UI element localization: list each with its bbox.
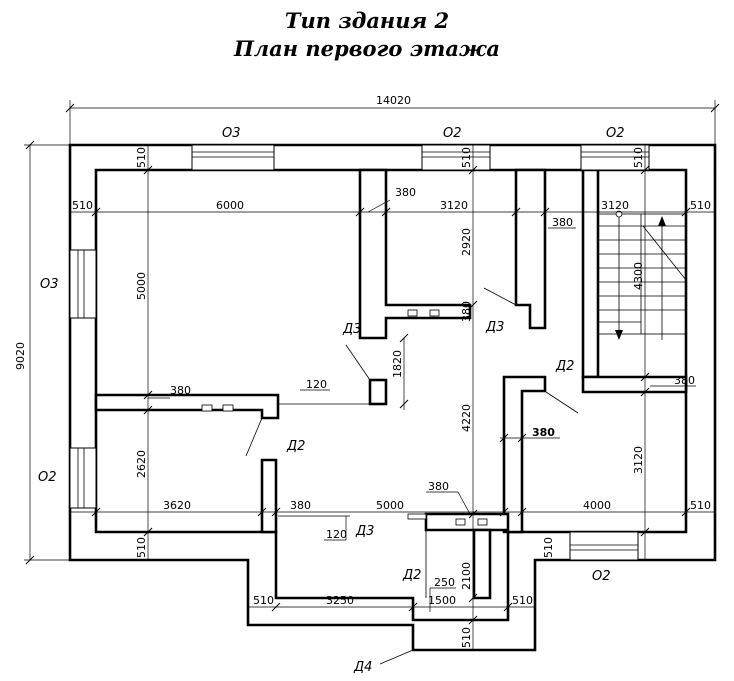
dim-510: 510 (632, 147, 645, 168)
window-label: О2 (606, 126, 625, 141)
dim-overall-width: 14020 (376, 94, 411, 107)
dim-3620: 3620 (163, 499, 191, 512)
dim-380: 380 (552, 216, 573, 229)
dim-510: 510 (690, 499, 711, 512)
dim-3120: 3120 (440, 199, 468, 212)
dim-510: 510 (690, 199, 711, 212)
dim-510: 510 (542, 537, 555, 558)
door-label: Д2 (286, 439, 305, 454)
dim-380-bold: 380 (532, 426, 555, 439)
dim-6000: 6000 (216, 199, 244, 212)
window-label: О3 (40, 277, 59, 292)
dim-5000: 5000 (135, 272, 148, 300)
dim-380: 380 (395, 186, 416, 199)
staircase (597, 210, 687, 340)
dim-380: 380 (460, 301, 473, 322)
dim-380: 380 (170, 384, 191, 397)
opening-labels: О3 О2 О2 О3 О2 О2 Д3 Д3 Д2 Д2 Д3 Д2 Д4 (38, 126, 625, 675)
dim-380: 380 (290, 499, 311, 512)
dimension-text: 14020 9020 510 510 510 510 6000 3120 312… (14, 94, 711, 648)
dim-120: 120 (326, 528, 347, 541)
drawing-subtitle: План первого этажа (233, 36, 501, 61)
dim-250: 250 (434, 576, 455, 589)
dim-510: 510 (135, 537, 148, 558)
door-swings (201, 287, 579, 665)
dim-3250: 3250 (326, 594, 354, 607)
windows (69, 144, 650, 561)
door-label: Д3 (342, 322, 361, 337)
dim-overall-height: 9020 (14, 342, 27, 370)
window-label: О2 (592, 569, 611, 584)
dim-2100: 2100 (460, 562, 473, 590)
door-label: Д2 (555, 359, 574, 374)
dim-3120: 3120 (601, 199, 629, 212)
dim-510: 510 (72, 199, 93, 212)
dim-4000: 4000 (583, 499, 611, 512)
dim-1820: 1820 (391, 350, 404, 378)
dim-380: 380 (428, 480, 449, 493)
dim-380: 380 (674, 374, 695, 387)
dim-4220: 4220 (460, 404, 473, 432)
door-label: Д2 (402, 568, 421, 583)
dim-510: 510 (460, 147, 473, 168)
dim-5000: 5000 (376, 499, 404, 512)
drawing-title: Тип здания 2 (284, 8, 450, 33)
dim-510: 510 (460, 627, 473, 648)
window-label: О2 (38, 470, 57, 485)
dim-3120: 3120 (632, 446, 645, 474)
dim-510: 510 (512, 594, 533, 607)
dim-510: 510 (135, 147, 148, 168)
dim-2620: 2620 (135, 450, 148, 478)
dim-510: 510 (253, 594, 274, 607)
dim-1500: 1500 (428, 594, 456, 607)
dim-2920: 2920 (460, 228, 473, 256)
door-label: Д3 (485, 320, 504, 335)
window-label: О3 (222, 126, 241, 141)
door-label: Д3 (355, 524, 374, 539)
door-label: Д4 (353, 660, 372, 675)
dim-4300: 4300 (632, 262, 645, 290)
dim-120: 120 (306, 378, 327, 391)
window-label: О2 (443, 126, 462, 141)
interior-walls (94, 168, 688, 600)
dimension-lines (24, 100, 720, 650)
